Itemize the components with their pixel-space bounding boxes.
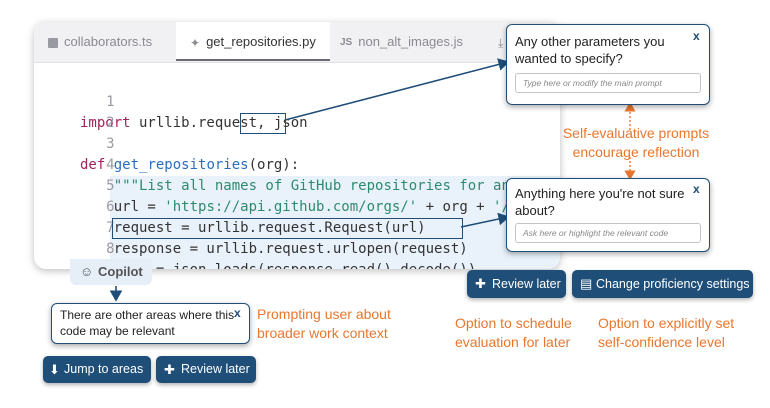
parameters-popup: Any other parameters you wanted to speci…	[506, 24, 710, 105]
python-file-icon: ✦	[190, 35, 201, 50]
code-line: 4 """List all names of GitHub repositori…	[34, 134, 560, 194]
close-icon[interactable]: x	[693, 182, 700, 196]
copilot-tab[interactable]: ☺ Copilot	[70, 259, 152, 285]
line-number: 7	[106, 220, 115, 236]
code-line: 8 data = json.loads(response.read().deco…	[34, 218, 476, 269]
code-line: 2	[34, 92, 114, 131]
code-line: 7 response = urllib.request.urlopen(requ…	[34, 197, 468, 257]
line-highlight	[110, 218, 560, 239]
org-parameter-highlight-box	[240, 113, 286, 134]
copilot-icon: ☺	[80, 264, 94, 279]
jump-to-areas-button[interactable]: ⬇ Jump to areas	[43, 356, 151, 383]
unsure-popup: Anything here you're not sure about? x A…	[506, 178, 710, 252]
code-line: 5 url = 'https://api.github.com/orgs/' +…	[34, 155, 560, 215]
close-icon[interactable]: x	[693, 29, 700, 43]
review-later-button[interactable]: ✚ Review later	[467, 270, 566, 298]
close-icon[interactable]: x	[234, 306, 241, 320]
plus-icon: ✚	[475, 276, 486, 291]
ts-file-icon	[48, 37, 58, 48]
tab-bar: collaborators.ts ✦get_repositories.py JS…	[34, 22, 560, 63]
annotation-confidence: Option to explicitly set self-confidence…	[598, 315, 735, 350]
js-file-icon: JS	[340, 36, 353, 48]
code-editor-window: collaborators.ts ✦get_repositories.py JS…	[34, 22, 560, 269]
code-line: 1 import urllib.request, json	[34, 71, 308, 131]
unsure-input[interactable]: Ask here or highlight the relevant code	[515, 223, 701, 243]
parameters-popup-title: Any other parameters you wanted to speci…	[515, 34, 665, 66]
unsure-popup-title: Anything here you're not sure about?	[515, 186, 685, 218]
parameters-input[interactable]: Type here or modify the main prompt	[515, 73, 701, 93]
line-highlight	[110, 176, 560, 197]
copilot-label: Copilot	[98, 264, 143, 279]
tab-collaborators-ts[interactable]: collaborators.ts	[48, 22, 152, 62]
line-number: 8	[106, 241, 115, 257]
areas-popup: There are other areas where this code ma…	[51, 303, 250, 344]
code-text: import urllib.request, json	[80, 115, 308, 131]
line-highlight	[110, 260, 560, 269]
download-icon: ⤓	[498, 35, 504, 50]
line-number: 6	[106, 199, 115, 215]
code-text: def get_repositories(org):	[80, 157, 300, 173]
line-highlight	[110, 197, 560, 218]
review-later-button-secondary[interactable]: ✚ Review later	[156, 356, 256, 383]
document-icon: ▤	[580, 276, 593, 291]
annotation-self-evaluative: Self-evaluative prompts encourage reflec…	[562, 125, 710, 160]
code-line: 3 def get_repositories(org):	[34, 113, 299, 173]
line-number: 4	[106, 157, 115, 173]
code-text: request = urllib.request.Request(url)	[80, 220, 426, 236]
line-number: 1	[106, 94, 115, 110]
annotation-broader-context: Prompting user about broader work contex…	[257, 306, 391, 341]
code-text: response = urllib.request.urlopen(reques…	[80, 241, 468, 257]
code-line: 6 request = urllib.request.Request(url)	[34, 176, 425, 236]
line-highlight	[110, 239, 560, 260]
code-line: 9 return [repo['name'] for repo in data]	[34, 239, 114, 269]
code-text: url = 'https://api.github.com/orgs/' + o…	[80, 199, 560, 215]
annotation-schedule: Option to schedule evaluation for later	[455, 315, 572, 350]
data-line-highlight-box	[112, 218, 463, 239]
code-text: """List all names of GitHub repositories…	[113, 178, 560, 194]
line-number: 2	[106, 115, 115, 131]
change-proficiency-button[interactable]: ▤ Change proficiency settings	[572, 270, 753, 298]
plus-icon: ✚	[164, 362, 175, 377]
line-number: 5	[106, 178, 115, 194]
arrow-down-icon: ⬇	[49, 362, 60, 377]
line-number: 3	[106, 136, 115, 152]
areas-popup-title: There are other areas where this code ma…	[60, 308, 235, 338]
tab-get-repositories-py[interactable]: ✦get_repositories.py	[176, 22, 330, 61]
